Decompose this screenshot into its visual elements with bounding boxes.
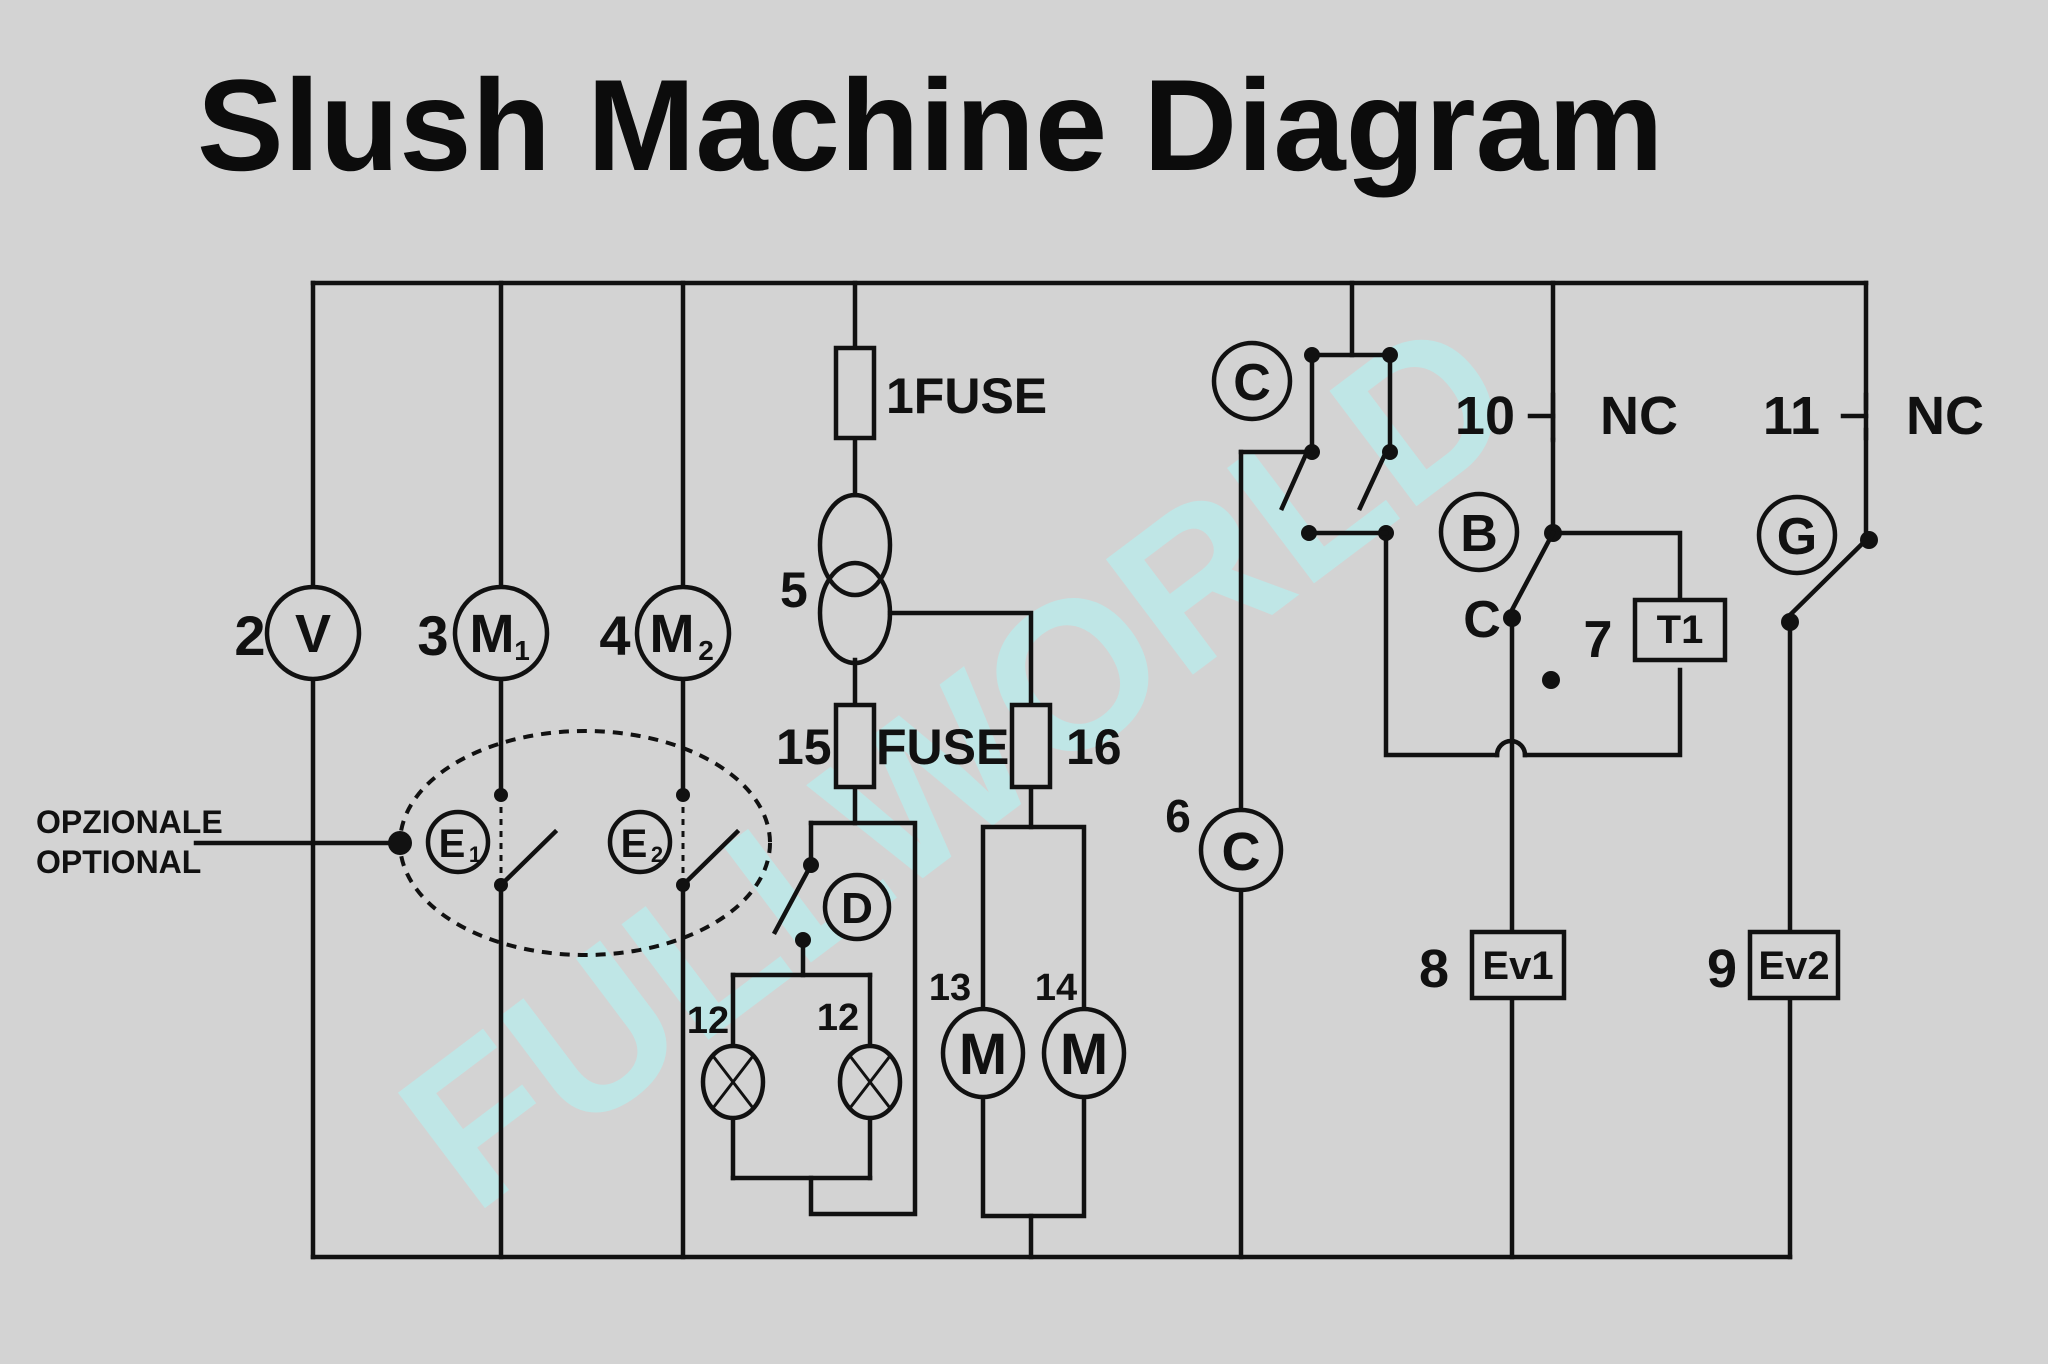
motor14-number: 14 [1035,967,1077,1009]
wire-d-return [808,820,918,1217]
transformer-5: 5 [780,492,893,666]
b-letter: B [1460,505,1498,563]
fuse-16: 16 [1009,702,1122,790]
switch-e1: E 1 [425,788,559,892]
t1-label: T1 [1657,608,1704,652]
capacitor-6c: C 6 [1165,790,1284,893]
ev1-label: Ev1 [1482,944,1553,988]
m2-subscript: 2 [698,635,714,666]
ev1-number: 8 [1419,939,1449,999]
fuse1-label: 1FUSE [886,368,1047,424]
c-top-letter: C [1233,354,1271,412]
switch-d: D [771,857,892,948]
d-letter: D [841,884,873,933]
wire-b-bottom-left [1383,530,1500,758]
nc11-number: 11 [1763,386,1820,446]
m1-letter: M [470,604,515,664]
ev2-number: 9 [1707,939,1737,999]
motor14-letter: M [1060,1022,1108,1087]
m2-number: 4 [599,604,630,667]
optional-junction [388,831,412,855]
transformer-number: 5 [780,562,808,618]
solenoid-ev2: Ev2 9 [1707,929,1841,1001]
page-title: Slush Machine Diagram [197,52,1664,198]
voltmeter-2v: V 2 [234,584,362,682]
c6-letter: C [1222,822,1261,882]
wire-t1-bottom [1522,667,1683,758]
t1-number: 7 [1584,611,1613,669]
e1-subscript: 1 [469,842,481,867]
c-contact-letter: C [1463,591,1501,649]
switch-e2: E 2 [607,788,741,892]
m1-subscript: 1 [514,635,530,666]
fuse15-number: 15 [776,719,832,775]
e2-letter: E [621,822,648,866]
motor-m2: M 2 4 [599,584,732,682]
g-letter: G [1777,508,1817,566]
m1-number: 3 [417,604,448,667]
fuse-word: FUSE [876,719,1009,775]
switch-g: G [1756,494,1878,631]
motor-14: M 14 [1035,967,1127,1100]
e2-subscript: 2 [651,842,663,867]
e1-letter: E [439,822,466,866]
motor-m1: M 1 3 [417,584,550,682]
lamp-a-number: 12 [687,1000,729,1042]
lamp-12b: 12 [817,997,903,1121]
fuse-1: 1FUSE [833,345,1047,441]
relay-c-contacts: C [1211,340,1398,541]
wire-to-fuse16 [887,610,1034,708]
m2-letter: M [650,604,695,664]
motor13-letter: M [959,1022,1007,1087]
lamp-b-number: 12 [817,997,859,1039]
fuse16-number: 16 [1066,719,1122,775]
v-letter: V [295,604,331,664]
nc10-label: NC [1600,386,1678,446]
wiring [193,280,1869,1260]
motor13-number: 13 [929,967,971,1009]
motor-13: M 13 [929,967,1026,1100]
thermostat-b: B C [1438,491,1562,689]
wire-t1-top [1550,530,1683,603]
fuse-15: 15 FUSE [776,702,1009,790]
nc-contact-10: 10 NC [1455,386,1678,446]
nc11-label: NC [1906,386,1984,446]
v-number: 2 [234,604,265,667]
c6-number: 6 [1165,790,1191,842]
optional-label-en: OPTIONAL [36,844,201,880]
timer-t1: T1 7 [1584,597,1728,669]
nc-contact-11: 11 NC [1763,386,1984,446]
nc10-number: 10 [1455,386,1515,446]
optional-label-it: OPZIONALE [36,804,223,840]
solenoid-ev1: Ev1 8 [1419,929,1567,1001]
ev2-label: Ev2 [1758,944,1829,988]
lamp-12a: 12 [687,1000,766,1121]
